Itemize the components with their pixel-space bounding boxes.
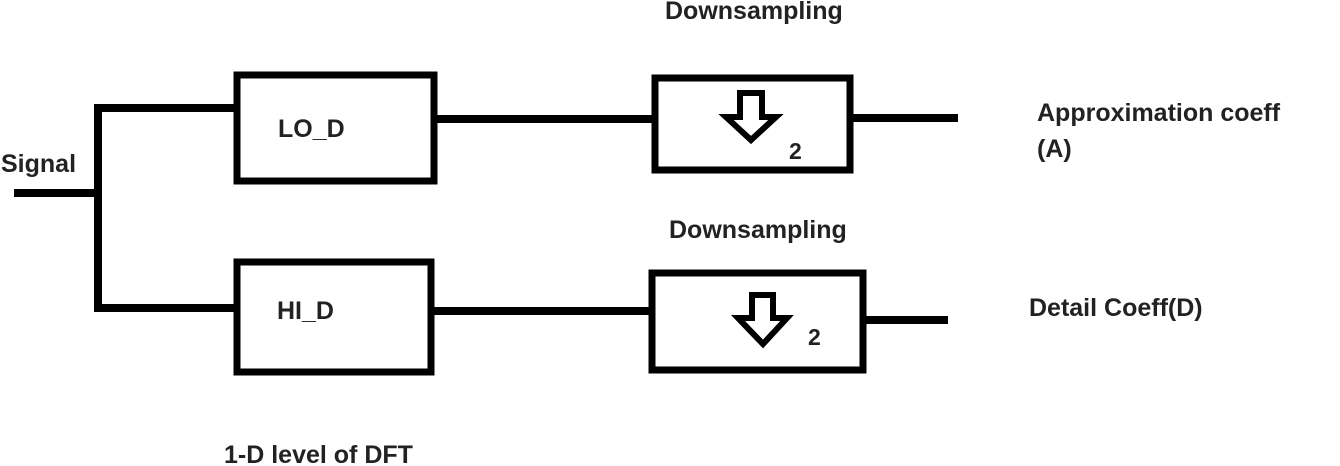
approximation-label-line2: (A) [1037,135,1072,163]
bottom-downsampling-title: Downsampling [669,216,847,244]
top-downsampling-title: Downsampling [665,0,843,25]
diagram-caption: 1-D level of DFT [224,441,413,466]
down-arrow-icon [718,90,784,145]
wires [14,104,958,324]
top-downsampler: 2 [651,74,854,174]
detail-label: Detail Coeff(D) [1029,294,1203,322]
hi-d-filter: HI_D [233,258,435,376]
signal-label: Signal [1,150,76,178]
hi-d-box [233,258,435,376]
lo-d-filter: LO_D [233,71,438,185]
hi-d-label: HI_D [277,297,334,325]
bottom-downsample-factor: 2 [808,324,821,350]
down-arrow-icon [730,292,794,349]
approximation-label-line1: Approximation coeff [1037,99,1281,127]
lo-d-label: LO_D [278,115,345,143]
top-downsample-factor: 2 [789,138,802,164]
bottom-downsampler: 2 [648,269,867,374]
lo-d-box [233,71,438,185]
